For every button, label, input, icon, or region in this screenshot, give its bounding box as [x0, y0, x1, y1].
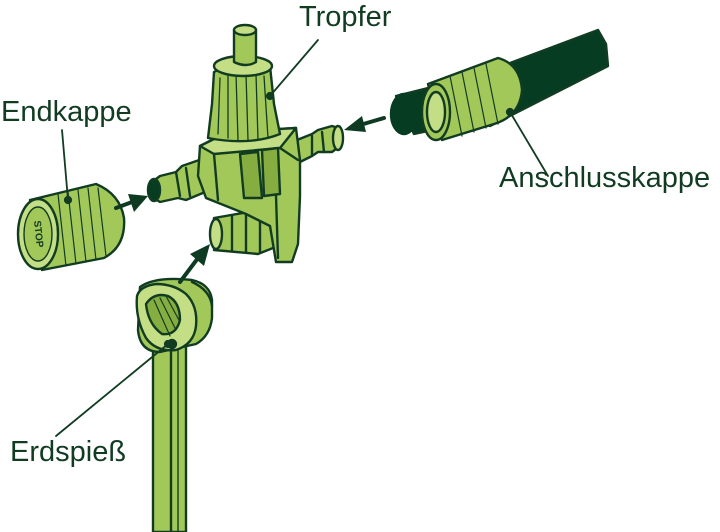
leader-line-connection-cap — [509, 111, 549, 177]
leader-dot-dripper — [265, 91, 275, 101]
svg-text:STOP: STOP — [31, 220, 45, 248]
leader-line-end-cap — [61, 129, 69, 201]
leader-dot-end-cap — [63, 195, 73, 205]
label-connection-cap: Anschlusskappe — [499, 162, 711, 194]
tee-connector — [146, 23, 345, 264]
end-cap: STOP — [16, 182, 126, 272]
leader-line-ground-spike — [55, 343, 169, 437]
leader-line-dripper — [269, 39, 319, 97]
label-dripper: Tropfer — [299, 1, 392, 33]
label-end-cap: Endkappe — [1, 96, 132, 128]
arrow-to-tee-right — [344, 116, 386, 132]
arrow-from-spike — [178, 244, 210, 284]
leader-dot-ground-spike — [163, 339, 173, 349]
arrow-from-end-cap — [114, 194, 148, 212]
ground-spike — [135, 277, 214, 532]
leader-dot-connection-cap — [505, 107, 515, 117]
label-ground-spike: Erdspieß — [10, 436, 127, 468]
connection-cap — [420, 56, 524, 142]
